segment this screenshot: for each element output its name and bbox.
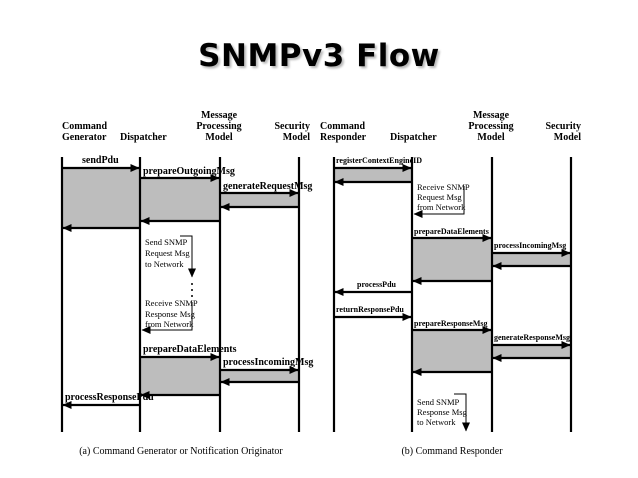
label-register-context-engine-id: registerContextEngineID xyxy=(336,156,422,165)
header-dispatcher-right: Dispatcher xyxy=(390,132,437,143)
label-process-incoming-msg-right: processIncomingMsg xyxy=(494,241,566,250)
activation-register xyxy=(334,168,411,182)
note-send-request-line1: Send SNMP xyxy=(145,237,188,247)
panel-command-responder: Command Responder Dispatcher Message Pro… xyxy=(320,110,581,457)
label-return-response-pdu: returnResponsePdu xyxy=(336,305,404,314)
activation-security-process-right xyxy=(492,253,571,266)
note-send-response-line2: Response Msg xyxy=(417,407,468,417)
caption-left: (a) Command Generator or Notification Or… xyxy=(79,446,283,457)
header-dispatcher-left: Dispatcher xyxy=(120,132,167,143)
note-receive-response-line1: Receive SNMP xyxy=(145,298,198,308)
bracket-send-request xyxy=(180,235,193,276)
label-prepare-outgoing-msg: prepareOutgoingMsg xyxy=(143,166,235,177)
label-generate-response-msg: generateResponseMsg xyxy=(494,333,570,342)
label-send-pdu: sendPdu xyxy=(82,155,119,166)
note-receive-request-line3: from Network xyxy=(417,202,466,212)
panel-command-generator: Command Generator Dispatcher Message Pro… xyxy=(60,110,313,457)
page-title: SNMPv3 Flow xyxy=(198,38,440,74)
note-send-response-line3: to Network xyxy=(417,417,456,427)
wait-dot-2 xyxy=(191,289,193,291)
label-process-response-pdu: processResponsePdu xyxy=(65,392,154,403)
note-receive-request-line1: Receive SNMP xyxy=(417,182,470,192)
label-generate-request-msg: generateRequestMsg xyxy=(223,181,312,192)
header-mpm-left-line3: Model xyxy=(205,132,232,143)
bracket-receive-request xyxy=(418,186,465,215)
activation-dispatcher-response-right xyxy=(412,330,491,372)
activation-security-process xyxy=(220,370,299,382)
header-mpm-right-line2: Processing xyxy=(468,121,513,132)
label-process-pdu: processPdu xyxy=(357,280,397,289)
header-mpm-left-line1: Message xyxy=(201,110,238,121)
header-mpm-left-line2: Processing xyxy=(196,121,241,132)
activation-security-generate-right xyxy=(492,345,571,358)
header-command-generator-line1: Command xyxy=(62,121,107,132)
wait-dot-1 xyxy=(191,283,193,285)
header-security-left-line2: Model xyxy=(283,132,310,143)
note-send-request-line3: to Network xyxy=(145,259,184,269)
note-send-response-line1: Send SNMP xyxy=(417,397,460,407)
header-command-responder-line2: Responder xyxy=(320,132,367,143)
activation-security-generate xyxy=(220,193,299,207)
label-prepare-data-elements-left: prepareDataElements xyxy=(143,344,237,355)
header-mpm-right-line1: Message xyxy=(473,110,510,121)
caption-right: (b) Command Responder xyxy=(401,446,503,457)
activation-generator xyxy=(62,168,139,228)
note-receive-response-line2: Response Msg xyxy=(145,309,196,319)
header-security-left-line1: Security xyxy=(274,121,310,132)
label-prepare-response-msg: prepareResponseMsg xyxy=(414,319,487,328)
note-receive-response-line3: from Network xyxy=(145,319,194,329)
header-command-responder-line1: Command xyxy=(320,121,365,132)
bracket-receive-response xyxy=(146,302,193,331)
label-process-incoming-msg-left: processIncomingMsg xyxy=(223,357,313,368)
wait-dot-3 xyxy=(191,295,193,297)
activation-dispatcher-outgoing xyxy=(140,178,219,221)
header-security-right-line1: Security xyxy=(545,121,581,132)
header-command-generator-line2: Generator xyxy=(62,132,107,143)
note-receive-request-line2: Request Msg xyxy=(417,192,462,202)
header-security-right-line2: Model xyxy=(554,132,581,143)
header-mpm-right-line3: Model xyxy=(477,132,504,143)
note-send-request-line2: Request Msg xyxy=(145,248,190,258)
activation-dispatcher-incoming-right xyxy=(412,238,491,281)
bracket-send-response xyxy=(454,393,467,424)
activation-dispatcher-incoming xyxy=(140,357,219,395)
label-prepare-data-elements-right: prepareDataElements xyxy=(414,227,489,236)
